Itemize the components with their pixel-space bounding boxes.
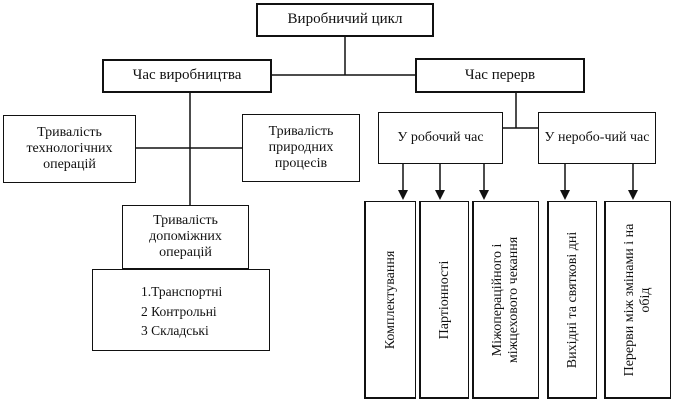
auxiliary-operations-label: Тривалість допоміжних операцій bbox=[149, 212, 222, 261]
weekends-holidays-box: Вихідні та святкові дні bbox=[547, 201, 597, 399]
shift-breaks-label-line-1: Перерви між змінами і на обід bbox=[621, 223, 653, 376]
list-item: 3 Складські bbox=[141, 323, 209, 339]
shift-breaks-label: Перерви між змінами і на обід bbox=[622, 215, 654, 385]
weekends-holidays-label: Вихідні та святкові дні bbox=[564, 231, 580, 368]
auxiliary-operations-box: Тривалість допоміжних операцій bbox=[122, 205, 249, 269]
nonworking-time-label: У неробо-чий час bbox=[544, 129, 650, 145]
waiting-label-line-1: Міжопераційного і міжцехового чекання bbox=[489, 236, 521, 363]
break-time-label: Час перерв bbox=[464, 66, 536, 83]
working-time-box: У робочий час bbox=[378, 112, 503, 164]
production-time-label: Час виробництва bbox=[132, 67, 242, 84]
completing-box: Комплектування bbox=[364, 201, 416, 399]
waiting-label: Міжопераційного і міжцехового чекання bbox=[490, 210, 522, 390]
arrow-head-icon bbox=[560, 190, 570, 200]
list-item: 1.Транспортні bbox=[141, 284, 223, 299]
natural-processes-label: Тривалість природних процесів bbox=[268, 123, 334, 172]
root-label: Виробничий цикл bbox=[287, 11, 403, 28]
production-time-box: Час виробництва bbox=[102, 59, 272, 93]
root-box: Виробничий цикл bbox=[256, 3, 434, 37]
break-time-box: Час перерв bbox=[415, 58, 585, 93]
batching-box: Партіонності bbox=[419, 201, 469, 399]
working-time-label: У робочий час bbox=[397, 129, 484, 145]
waiting-box: Міжопераційного і міжцехового чекання bbox=[472, 201, 539, 399]
nonworking-time-box: У неробо-чий час bbox=[538, 112, 656, 164]
auxiliary-operations-list: 1.Транспортні 2 Контрольні 3 Складські bbox=[92, 269, 270, 351]
technological-operations-box: Тривалість технологічних операцій bbox=[3, 115, 136, 183]
arrow-head-icon bbox=[398, 190, 408, 200]
arrow-head-icon bbox=[435, 190, 445, 200]
batching-label: Партіонності bbox=[436, 260, 452, 339]
arrow-head-icon bbox=[479, 190, 489, 200]
arrow-head-icon bbox=[628, 190, 638, 200]
shift-breaks-box: Перерви між змінами і на обід bbox=[604, 201, 671, 399]
completing-label: Комплектування bbox=[382, 250, 398, 349]
natural-processes-box: Тривалість природних процесів bbox=[242, 114, 360, 182]
technological-operations-label: Тривалість технологічних операцій bbox=[26, 124, 113, 173]
list-item: 2 Контрольні bbox=[141, 303, 217, 319]
